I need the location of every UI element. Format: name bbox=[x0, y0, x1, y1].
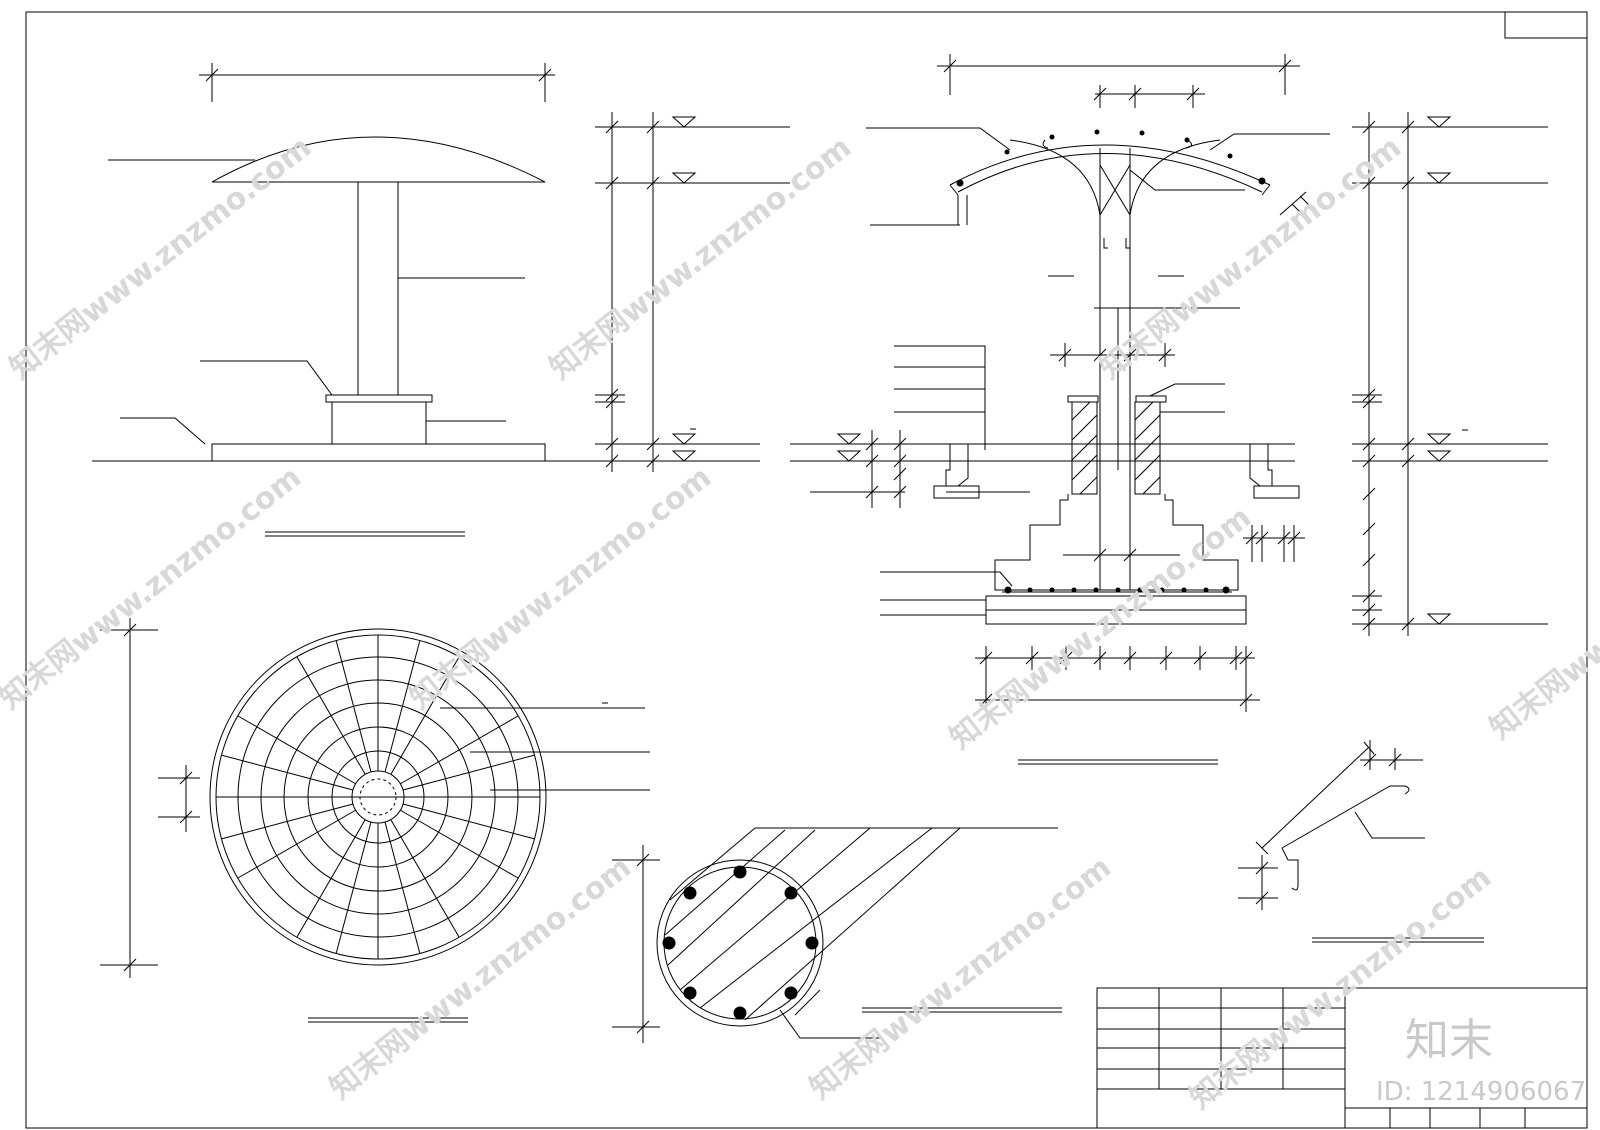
watermark-text: 知末网www.znzmo.com bbox=[543, 130, 858, 387]
corner-tag-box bbox=[1505, 12, 1587, 38]
hatch-right bbox=[1135, 402, 1160, 494]
rebar-dots bbox=[663, 866, 818, 1019]
level-symbol bbox=[673, 117, 695, 127]
tick-marks bbox=[606, 121, 659, 467]
elevation-dimensions-left bbox=[595, 112, 790, 472]
level-symbol bbox=[673, 434, 695, 444]
watermark-text: 知末网www.znzmo.com bbox=[403, 460, 718, 717]
watermark-text: 知末网www.znzmo.com bbox=[3, 130, 318, 387]
watermark-layer: 知末网www.znzmo.com 知末网www.znzmo.com 知末网www… bbox=[0, 130, 1600, 1117]
title-block bbox=[1097, 988, 1587, 1128]
sheet-border bbox=[26, 12, 1587, 1128]
image-id-label: ID: 1214906067 bbox=[1376, 1077, 1586, 1107]
canopy-plan-view bbox=[100, 618, 650, 1022]
rebar-hook-detail bbox=[1238, 740, 1484, 942]
watermark-text: 知末网www.znzmo.com bbox=[1483, 490, 1600, 747]
hatch-left bbox=[1072, 402, 1097, 494]
brand-logo-text: 知末 bbox=[1405, 1015, 1493, 1066]
watermark-text: 知末网www.znzmo.com bbox=[943, 500, 1258, 757]
watermark-text: 知末网www.znzmo.com bbox=[803, 850, 1118, 1107]
reinforced-section-view bbox=[790, 54, 1330, 764]
watermark-text: 知末网www.znzmo.com bbox=[0, 460, 308, 717]
section-hatch bbox=[665, 828, 960, 1020]
elevation-dimensions-right bbox=[1352, 112, 1548, 636]
level-symbol bbox=[673, 173, 695, 183]
level-symbol bbox=[673, 451, 695, 461]
watermark-text: 知末网www.znzmo.com bbox=[1093, 130, 1408, 387]
column-cross-section-view bbox=[612, 828, 1062, 1043]
plan-radial-ribs bbox=[221, 635, 535, 959]
watermark-text: 知末网www.znzmo.com bbox=[323, 850, 638, 1107]
